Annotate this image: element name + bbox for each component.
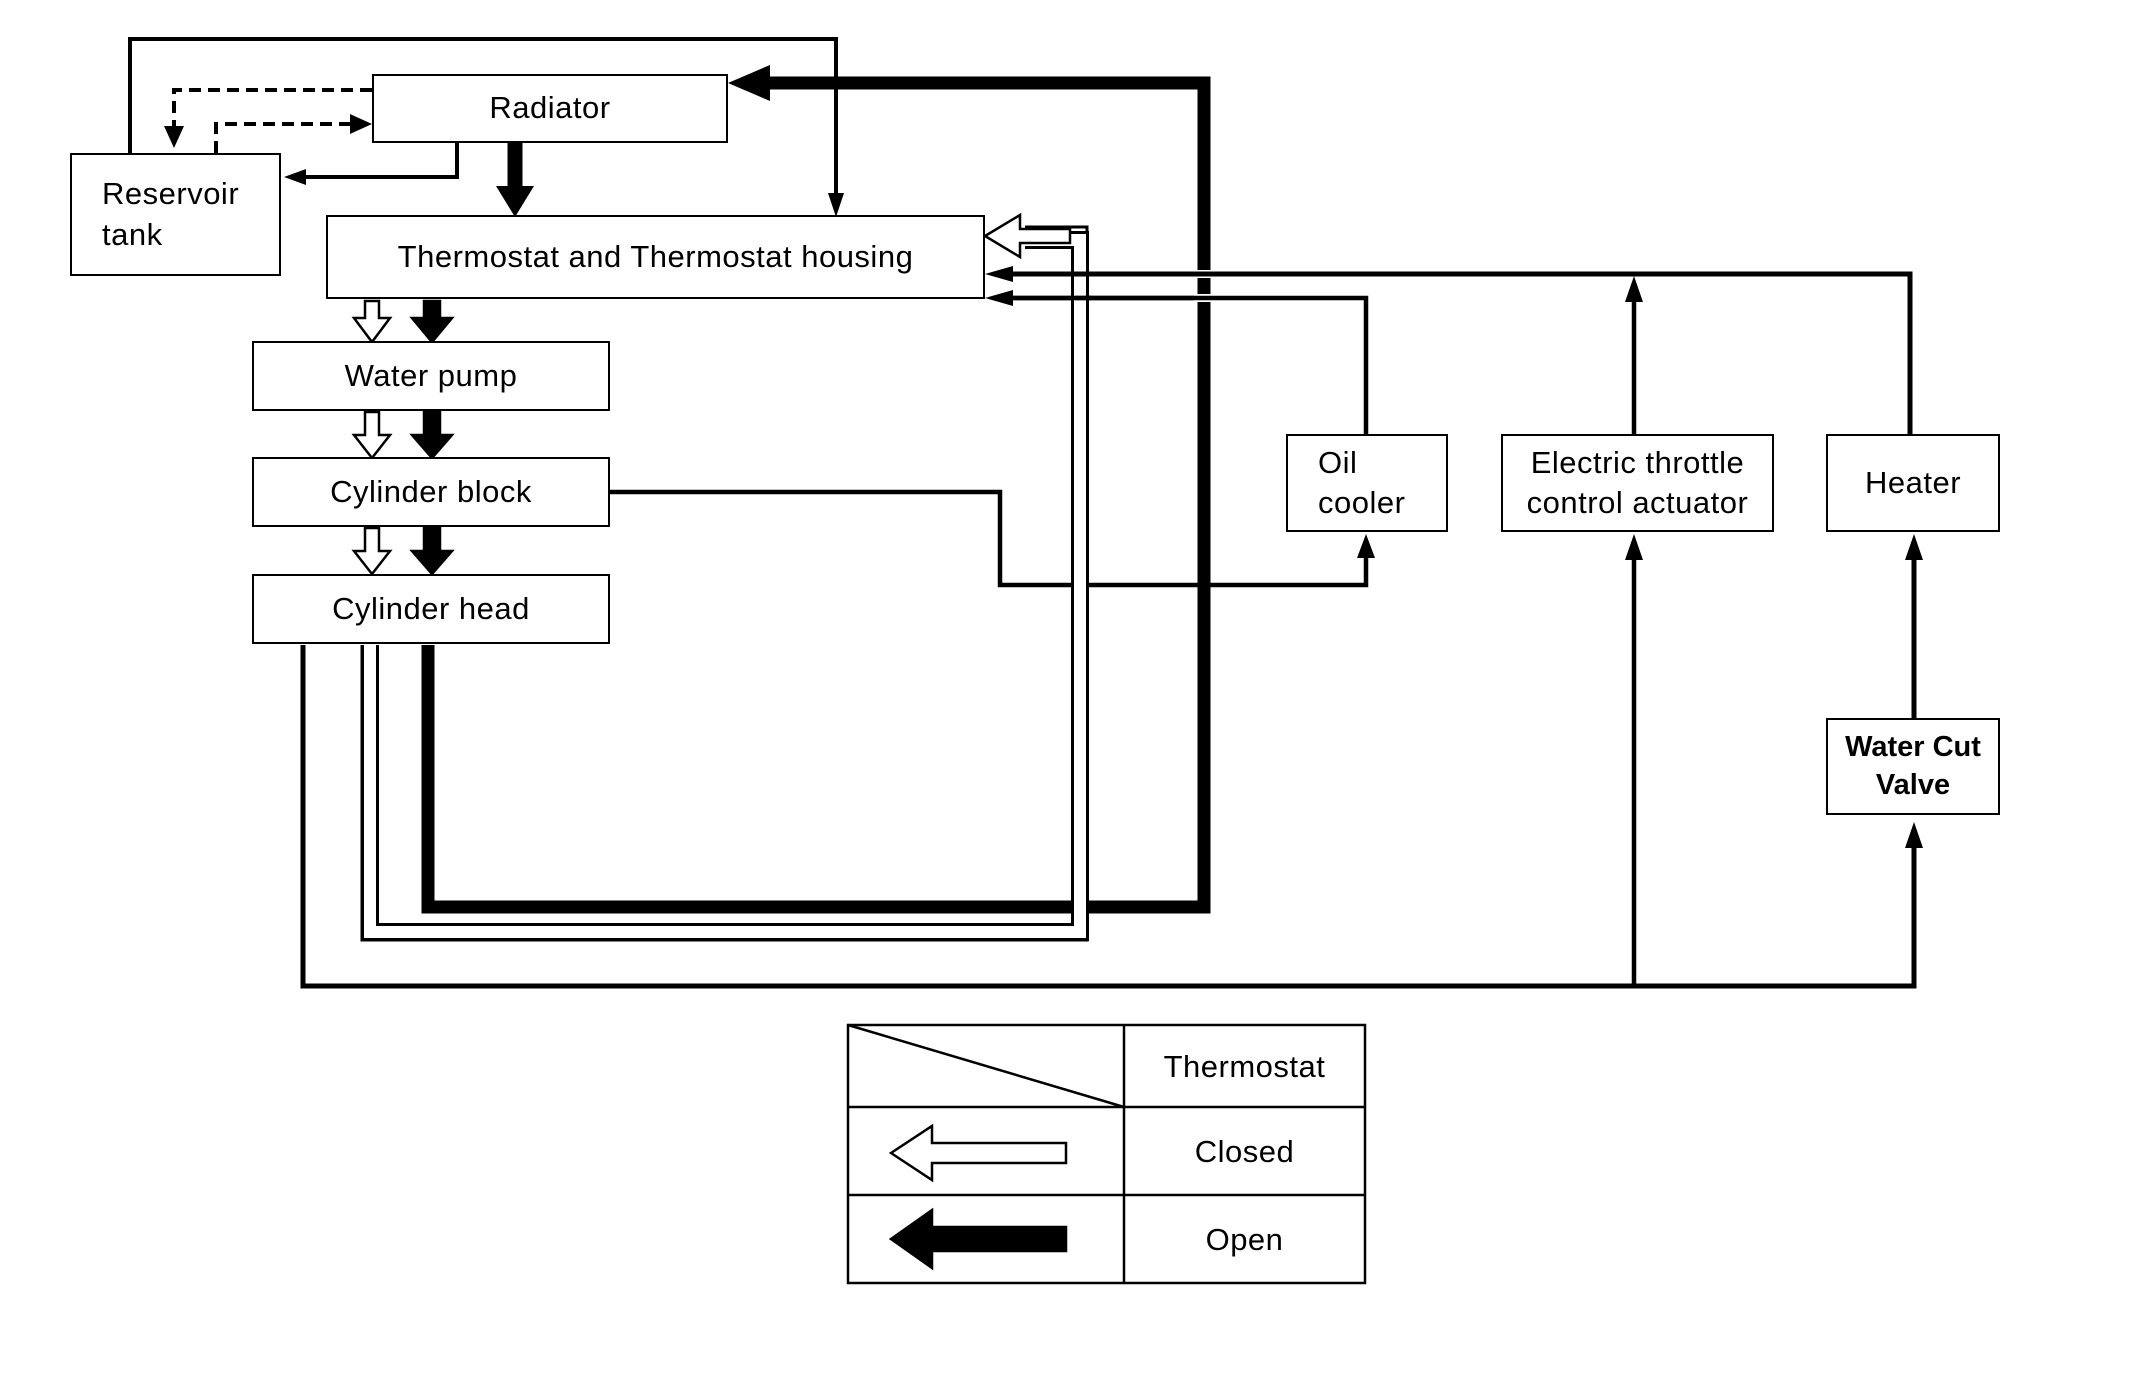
radiator-label: Radiator [489,90,611,126]
reservoir-tank-label: Reservoir tank [102,176,240,252]
radiator-inlet-arrow [728,65,770,101]
water-pump-box: Water pump [252,341,610,411]
closed-arrow-3 [351,526,393,577]
oil-cooler-supply-arrow [1357,534,1375,558]
bottom-return-line [300,645,1917,989]
thermostat-top-arrow [828,193,844,217]
water-cut-valve-label: Water Cut Valve [1845,730,1981,801]
legend-open-arrow-icon [888,1207,1068,1271]
open-arrow-3 [409,526,455,576]
open-arrow-2 [409,410,455,460]
legend-closed-label: Closed [1194,1133,1295,1169]
radiator-thermostat-arrow [496,186,534,217]
legend-open-label: Open [1205,1221,1284,1257]
dashed-down-arrow [164,126,184,148]
reservoir-tank-box: Reservoir tank [70,153,281,276]
cylinder-block-to-oil-cooler-line [608,489,1369,588]
closed-arrow-1 [351,299,393,345]
water-cut-valve-box: Water Cut Valve [1826,718,2000,815]
legend-header: Thermostat [1163,1048,1326,1084]
electric-throttle-actuator-label: Electric throttle control actuator [1526,444,1749,520]
closed-thermostat-inlet-arrow [982,212,1072,260]
water-pump-label: Water pump [344,357,518,393]
oil-cooler-return-line [1010,295,1369,436]
throttle-heater-return-line [1010,271,1913,436]
throttle-return-arrow [1625,276,1643,302]
closed-arrow-2 [351,410,393,461]
oil-cooler-label: Oil cooler [1318,444,1406,520]
oil-cooler-box: Oil cooler [1286,434,1448,532]
water-cut-valve-arrow [1905,822,1923,848]
heater-supply-arrow [1905,534,1923,560]
thermostat-housing-label: Thermostat and Thermostat housing [397,238,914,274]
heater-box: Heater [1826,434,2000,532]
legend-diagonal [847,1023,1125,1109]
cylinder-head-label: Cylinder head [332,590,530,626]
dashed-right-arrow [350,114,372,134]
thermostat-housing-box: Thermostat and Thermostat housing [326,215,985,299]
thermostat-return-arrow-top [985,266,1013,282]
thermostat-return-arrow-mid [985,290,1013,306]
throttle-supply-arrow [1625,534,1643,560]
dashed-reservoir-to-radiator [214,122,356,153]
radiator-box: Radiator [372,74,728,143]
open-circuit-line [421,76,1211,914]
reservoir-arrow [284,169,306,185]
dashed-radiator-to-reservoir [172,88,372,136]
cylinder-block-label: Cylinder block [330,473,532,509]
legend-table [846,1023,1367,1285]
electric-throttle-actuator-box: Electric throttle control actuator [1501,434,1774,532]
radiator-to-reservoir-line [296,143,459,179]
heater-label: Heater [1864,464,1962,500]
cylinder-head-box: Cylinder head [252,574,610,644]
legend-closed-arrow-icon [888,1123,1068,1183]
open-arrow-1 [409,299,455,344]
cylinder-block-box: Cylinder block [252,457,610,527]
reservoir-bypass-line [128,37,838,205]
